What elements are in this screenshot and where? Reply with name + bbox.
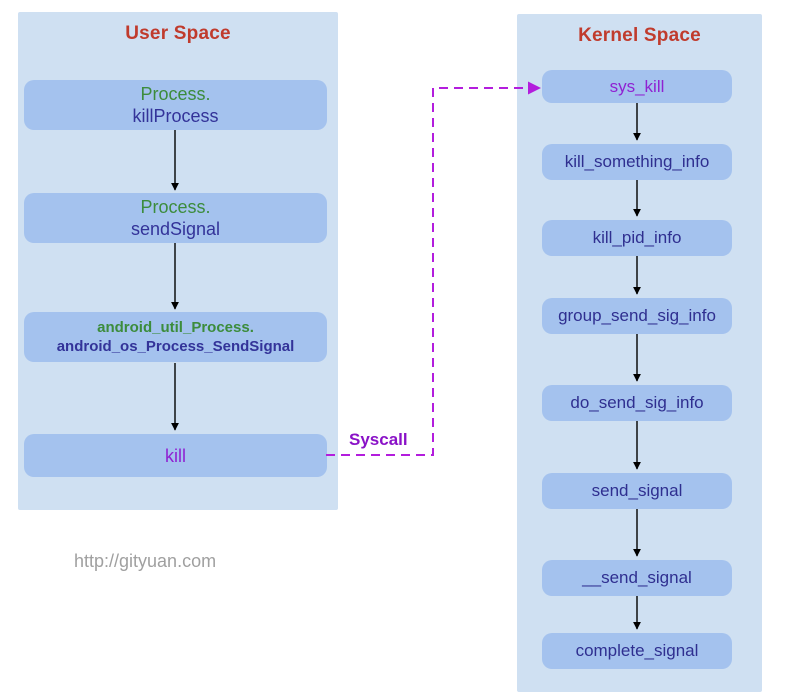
node-text: complete_signal bbox=[575, 641, 699, 660]
user-space-title: User Space bbox=[125, 23, 231, 44]
node-group-send-sig-info: group_send_sig_info bbox=[542, 298, 732, 334]
node-kill-something-info: kill_something_info bbox=[542, 144, 732, 180]
node-text: sys_kill bbox=[609, 76, 665, 96]
node-do-send-sig-info: do_send_sig_info bbox=[542, 385, 732, 421]
node-text: __send_signal bbox=[582, 568, 692, 587]
node-sys-kill: sys_kill bbox=[542, 70, 732, 103]
node-text: group_send_sig_info bbox=[558, 306, 716, 325]
node-text: kill_something_info bbox=[564, 152, 710, 171]
node-class-text: android_util_Process. bbox=[97, 319, 254, 336]
node-send-signal: send_signal bbox=[542, 473, 732, 509]
node-text: do_send_sig_info bbox=[570, 393, 704, 412]
node-process-killprocess: Process. killProcess bbox=[24, 80, 327, 130]
syscall-dashed-arrow bbox=[326, 87, 527, 456]
node-android-util-process: android_util_Process. android_os_Process… bbox=[24, 312, 327, 362]
kernel-space-title: Kernel Space bbox=[578, 25, 701, 46]
node-text: send_signal bbox=[591, 481, 683, 500]
user-space-panel: User Space Process. killProcess Process.… bbox=[18, 12, 338, 510]
node-method-text: sendSignal bbox=[130, 219, 221, 239]
node-kill: kill bbox=[24, 434, 327, 477]
node-class-text: Process. bbox=[140, 197, 211, 217]
node-process-sendsignal: Process. sendSignal bbox=[24, 193, 327, 243]
node-complete-signal: complete_signal bbox=[542, 633, 732, 669]
node-syscall-func-text: kill bbox=[165, 445, 186, 466]
node-class-text: Process. bbox=[140, 84, 211, 104]
kernel-space-panel: Kernel Space sys_kill kill_something_inf… bbox=[517, 14, 762, 692]
syscall-label: Syscall bbox=[349, 430, 408, 449]
node-method-text: killProcess bbox=[132, 106, 219, 126]
node-method-text: android_os_Process_SendSignal bbox=[56, 338, 295, 355]
watermark-url: http://gityuan.com bbox=[74, 551, 217, 571]
node-kill-pid-info: kill_pid_info bbox=[542, 220, 732, 256]
node-underscore-send-signal: __send_signal bbox=[542, 560, 732, 596]
node-text: kill_pid_info bbox=[592, 228, 682, 247]
